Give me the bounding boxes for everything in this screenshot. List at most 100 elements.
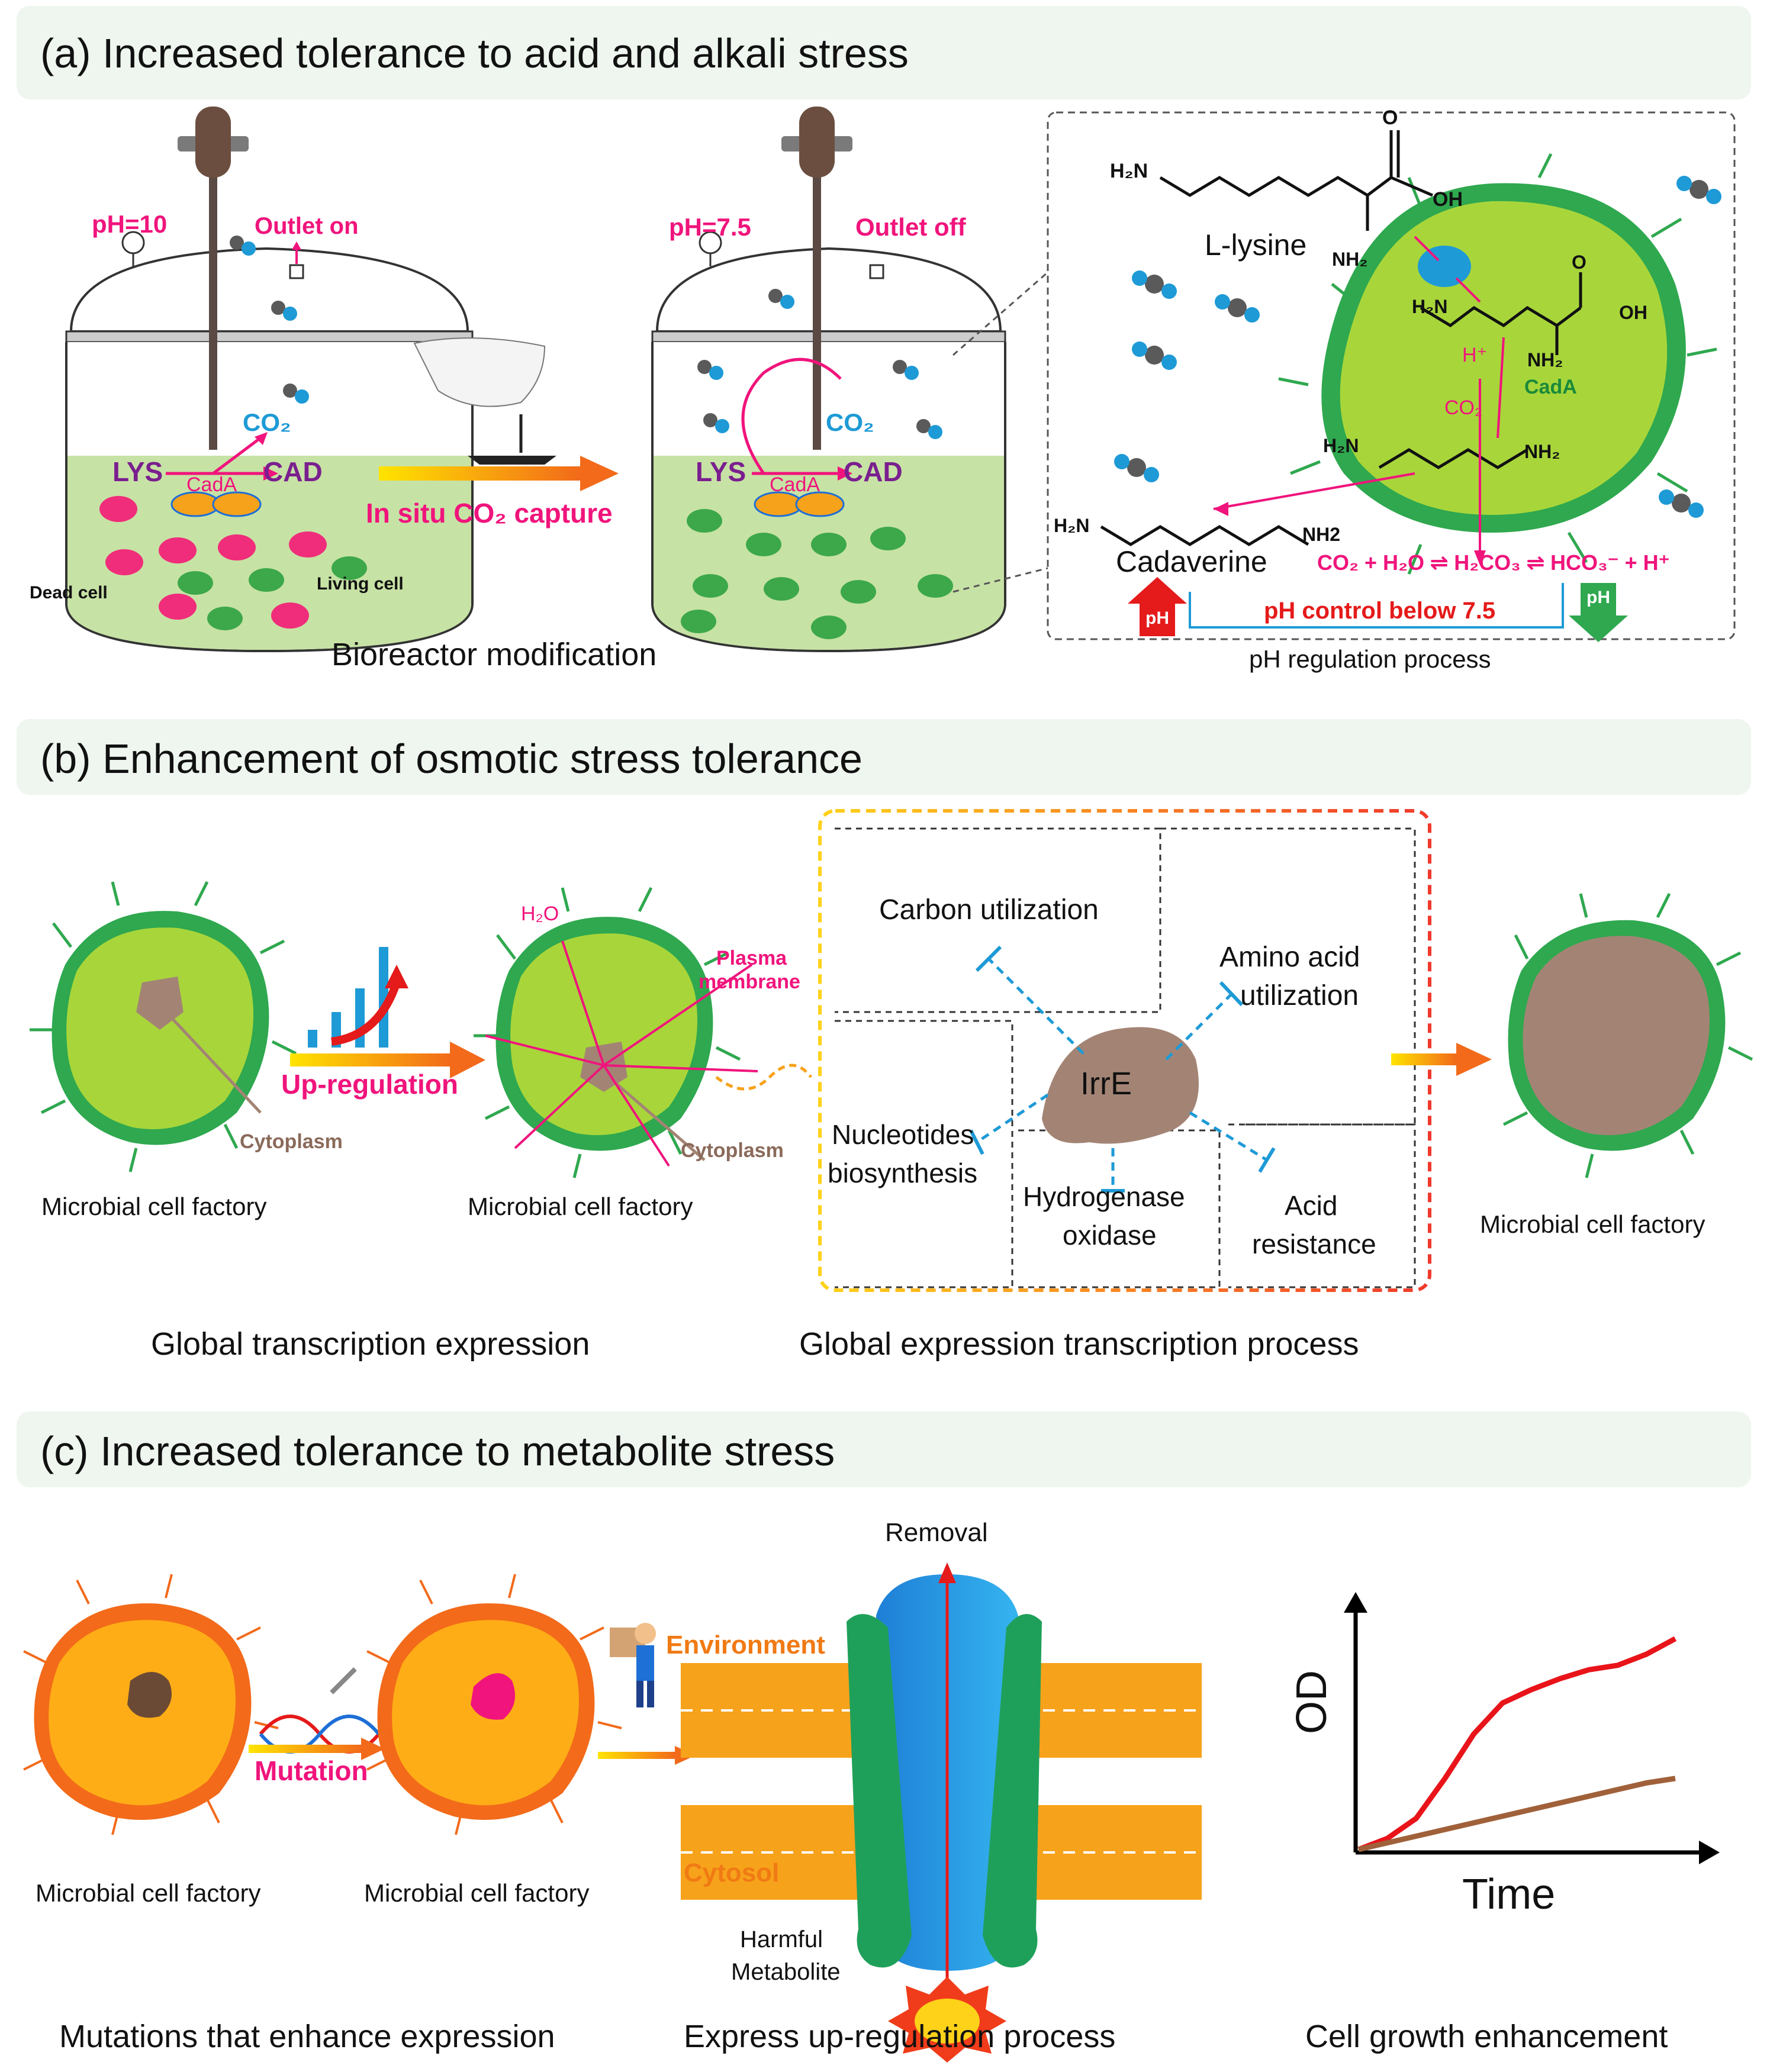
b-caption-left: Global transcription expression bbox=[151, 1326, 590, 1362]
reactor2-lys: LYS bbox=[696, 456, 746, 487]
bioreactor-2 bbox=[651, 107, 1006, 653]
cad-nh2: NH₂ bbox=[1524, 441, 1560, 462]
reactor1-cad: CAD bbox=[263, 456, 323, 487]
b-amino-acid-2: utilization bbox=[1240, 980, 1359, 1011]
lysine-oh: OH bbox=[1433, 188, 1463, 211]
cad-h2n: H₂N bbox=[1323, 435, 1359, 456]
b-acid-2: resistance bbox=[1252, 1229, 1376, 1259]
b-cytoplasm-1: Cytoplasm bbox=[240, 1130, 343, 1153]
panel-a-title-band: (a) Increased tolerance to acid and alka… bbox=[17, 6, 1751, 99]
b-plasma-1: Plasma bbox=[716, 947, 787, 969]
b-nucleotides-2: biosynthesis bbox=[828, 1158, 978, 1188]
cell-3 bbox=[1502, 892, 1753, 1178]
cadaverine-nh2: NH2 bbox=[1302, 524, 1341, 545]
ph-regulation-caption: pH regulation process bbox=[1249, 645, 1491, 673]
b-carbon-utilization: Carbon utilization bbox=[879, 894, 1099, 926]
inner-h-plus: H⁺ bbox=[1462, 344, 1488, 366]
c-cell2-label: Microbial cell factory bbox=[364, 1879, 590, 1907]
reactor2-ph: pH=7.5 bbox=[669, 213, 751, 241]
capture-arrow bbox=[379, 466, 580, 481]
b-plasma-2: membrane bbox=[699, 971, 800, 993]
b-cell3-label: Microbial cell factory bbox=[1480, 1210, 1705, 1238]
ph-up-arrow-icon bbox=[1128, 577, 1187, 636]
inner-oh: OH bbox=[1619, 302, 1647, 323]
c-removal: Removal bbox=[885, 1518, 988, 1547]
dead-cell-label: Dead cell bbox=[30, 583, 108, 602]
c-caption-2: Express up-regulation process bbox=[684, 2019, 1116, 2054]
capture-label: In situ CO₂ capture bbox=[366, 498, 613, 529]
co2-molecules bbox=[230, 176, 1721, 518]
c-caption-1: Mutations that enhance expression bbox=[59, 2019, 555, 2054]
lysine-label: L-lysine bbox=[1205, 228, 1307, 262]
net-boat-icon bbox=[413, 337, 556, 465]
inner-co2: CO₂ bbox=[1444, 397, 1483, 419]
ph-down-badge: pH bbox=[1586, 588, 1610, 607]
c-cell-1 bbox=[23, 1574, 279, 1835]
living-cell-label: Living cell bbox=[317, 574, 404, 594]
cell-2 bbox=[474, 887, 758, 1178]
detail-box bbox=[1047, 111, 1736, 640]
dead-cells bbox=[99, 496, 327, 629]
reactor2-co2: CO₂ bbox=[826, 408, 874, 436]
c-caption-3: Cell growth enhancement bbox=[1305, 2019, 1668, 2054]
b-hydrogenase-1: Hydrogenase bbox=[1023, 1181, 1185, 1212]
inhibition-lines bbox=[976, 958, 1268, 1190]
living-cells bbox=[178, 509, 953, 639]
chart-series-line-1 bbox=[1357, 1636, 1677, 1852]
b-cell2-label: Microbial cell factory bbox=[468, 1193, 693, 1220]
inner-cada: CadA bbox=[1524, 376, 1577, 398]
c-harmful-1: Harmful bbox=[740, 1926, 823, 1952]
inhibition-bars bbox=[969, 945, 1276, 1193]
panel-a-title: (a) Increased tolerance to acid and alka… bbox=[40, 30, 909, 76]
b-h2o: H₂O bbox=[521, 903, 559, 925]
panel-c-graphics bbox=[23, 1562, 1720, 2063]
c-cytosol: Cytosol bbox=[684, 1858, 780, 1887]
irre-blob bbox=[1042, 1027, 1199, 1144]
lysine-nh2: NH₂ bbox=[1332, 249, 1368, 270]
ph-up-badge: pH bbox=[1145, 608, 1169, 628]
ph-control-bracket bbox=[1189, 583, 1564, 629]
chart-x-label: Time bbox=[1462, 1871, 1556, 1918]
inner-h2n: H₂N bbox=[1412, 296, 1448, 317]
reactor1-enzyme: CadA bbox=[186, 473, 237, 496]
reactor1-outlet: Outlet on bbox=[255, 213, 359, 239]
cell-1 bbox=[30, 881, 297, 1172]
reactor1-co2: CO₂ bbox=[243, 408, 291, 436]
reaction-arrows bbox=[1213, 236, 1505, 559]
b-caption-right: Global expression transcription process bbox=[799, 1326, 1359, 1362]
c-environment: Environment bbox=[666, 1630, 825, 1659]
panel-b-graphics bbox=[30, 809, 1753, 1292]
b-acid-1: Acid bbox=[1285, 1190, 1338, 1221]
b-upregulation: Up-regulation bbox=[281, 1069, 458, 1100]
cadaverine-label: Cadaverine bbox=[1116, 545, 1267, 578]
bicarbonate-equation: CO₂ + H₂O ⇌ H₂CO₃ ⇌ HCO₃⁻ + H⁺ bbox=[1317, 550, 1670, 575]
inner-o: O bbox=[1572, 252, 1586, 273]
ph-down-arrow-icon bbox=[1569, 583, 1628, 642]
panel-b-title: (b) Enhancement of osmotic stress tolera… bbox=[40, 736, 863, 782]
bioreactor-caption: Bioreactor modification bbox=[332, 637, 657, 672]
od-chart bbox=[1344, 1592, 1720, 1864]
upregulation-arrow bbox=[290, 1053, 450, 1066]
panel-a-graphics bbox=[65, 107, 1736, 653]
reactor1-lys: LYS bbox=[112, 456, 163, 487]
panel-c-title: (c) Increased tolerance to metabolite st… bbox=[40, 1428, 835, 1474]
c-cell1-label: Microbial cell factory bbox=[36, 1879, 261, 1907]
bacterium-large bbox=[1278, 153, 1717, 575]
b-cell1-label: Microbial cell factory bbox=[41, 1193, 267, 1220]
cadaverine-h2n: H₂N bbox=[1054, 515, 1090, 536]
reactor1-ph: pH=10 bbox=[92, 210, 168, 238]
chart-series-line-2 bbox=[1357, 1775, 1676, 1852]
b-cytoplasm-2: Cytoplasm bbox=[681, 1139, 784, 1162]
worker-icon bbox=[610, 1623, 656, 1707]
b-amino-acid-1: Amino acid bbox=[1219, 942, 1360, 973]
lysine-h2n: H₂N bbox=[1110, 160, 1148, 182]
reactor2-outlet: Outlet off bbox=[855, 213, 966, 241]
b-irre: IrrE bbox=[1080, 1066, 1132, 1101]
inner-nh2: NH₂ bbox=[1527, 349, 1563, 370]
panel-b-title-band: (b) Enhancement of osmotic stress tolera… bbox=[17, 719, 1751, 795]
reactor2-enzyme: CadA bbox=[770, 473, 820, 496]
c-harmful-2: Metabolite bbox=[731, 1959, 841, 1985]
ph-control-label: pH control below 7.5 bbox=[1264, 598, 1496, 624]
panel-c-title-band: (c) Increased tolerance to metabolite st… bbox=[17, 1412, 1751, 1487]
harmful-metabolite-icon bbox=[888, 1977, 1006, 2063]
